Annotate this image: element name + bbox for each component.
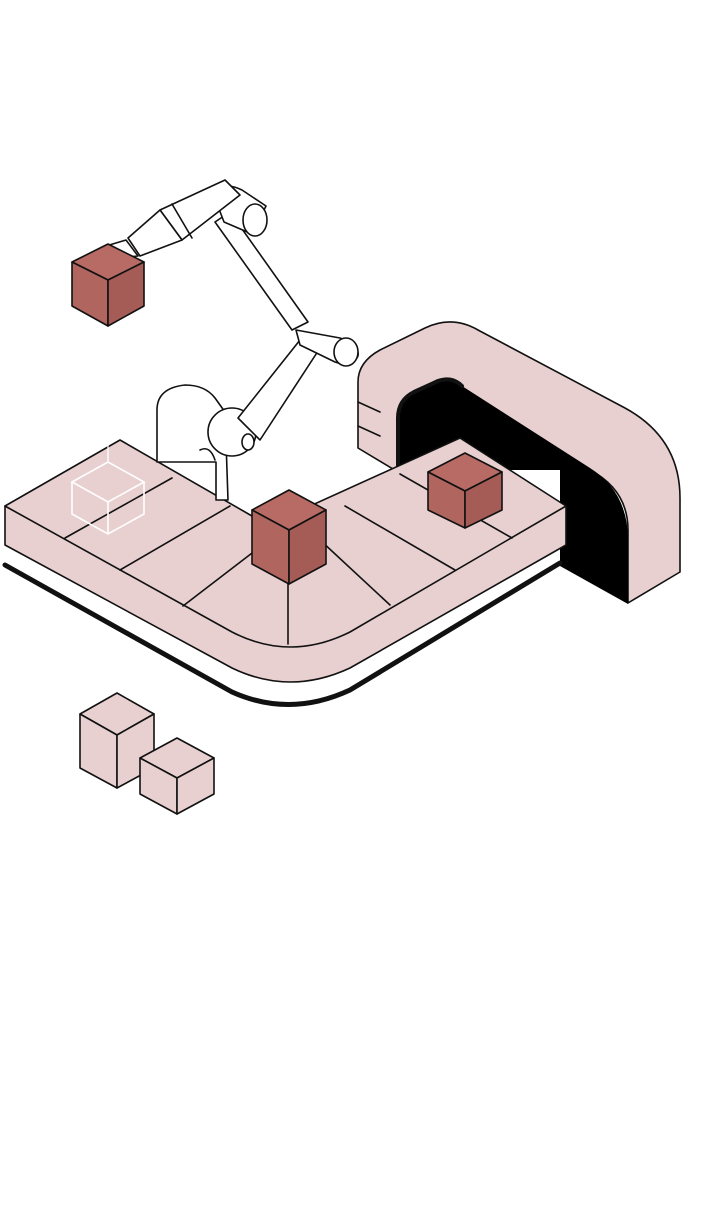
tunnel-opening [398, 379, 628, 604]
belt-shadow [2, 560, 563, 707]
box-icon-right [427, 452, 503, 529]
box-icon-center [251, 489, 327, 585]
box-icon [71, 243, 145, 327]
ghost-box [70, 440, 146, 535]
box-icon-floor-2 [139, 737, 215, 815]
box-icon-floor-1 [79, 692, 155, 789]
robot-base [156, 384, 229, 501]
tunnel-icon [357, 321, 681, 604]
